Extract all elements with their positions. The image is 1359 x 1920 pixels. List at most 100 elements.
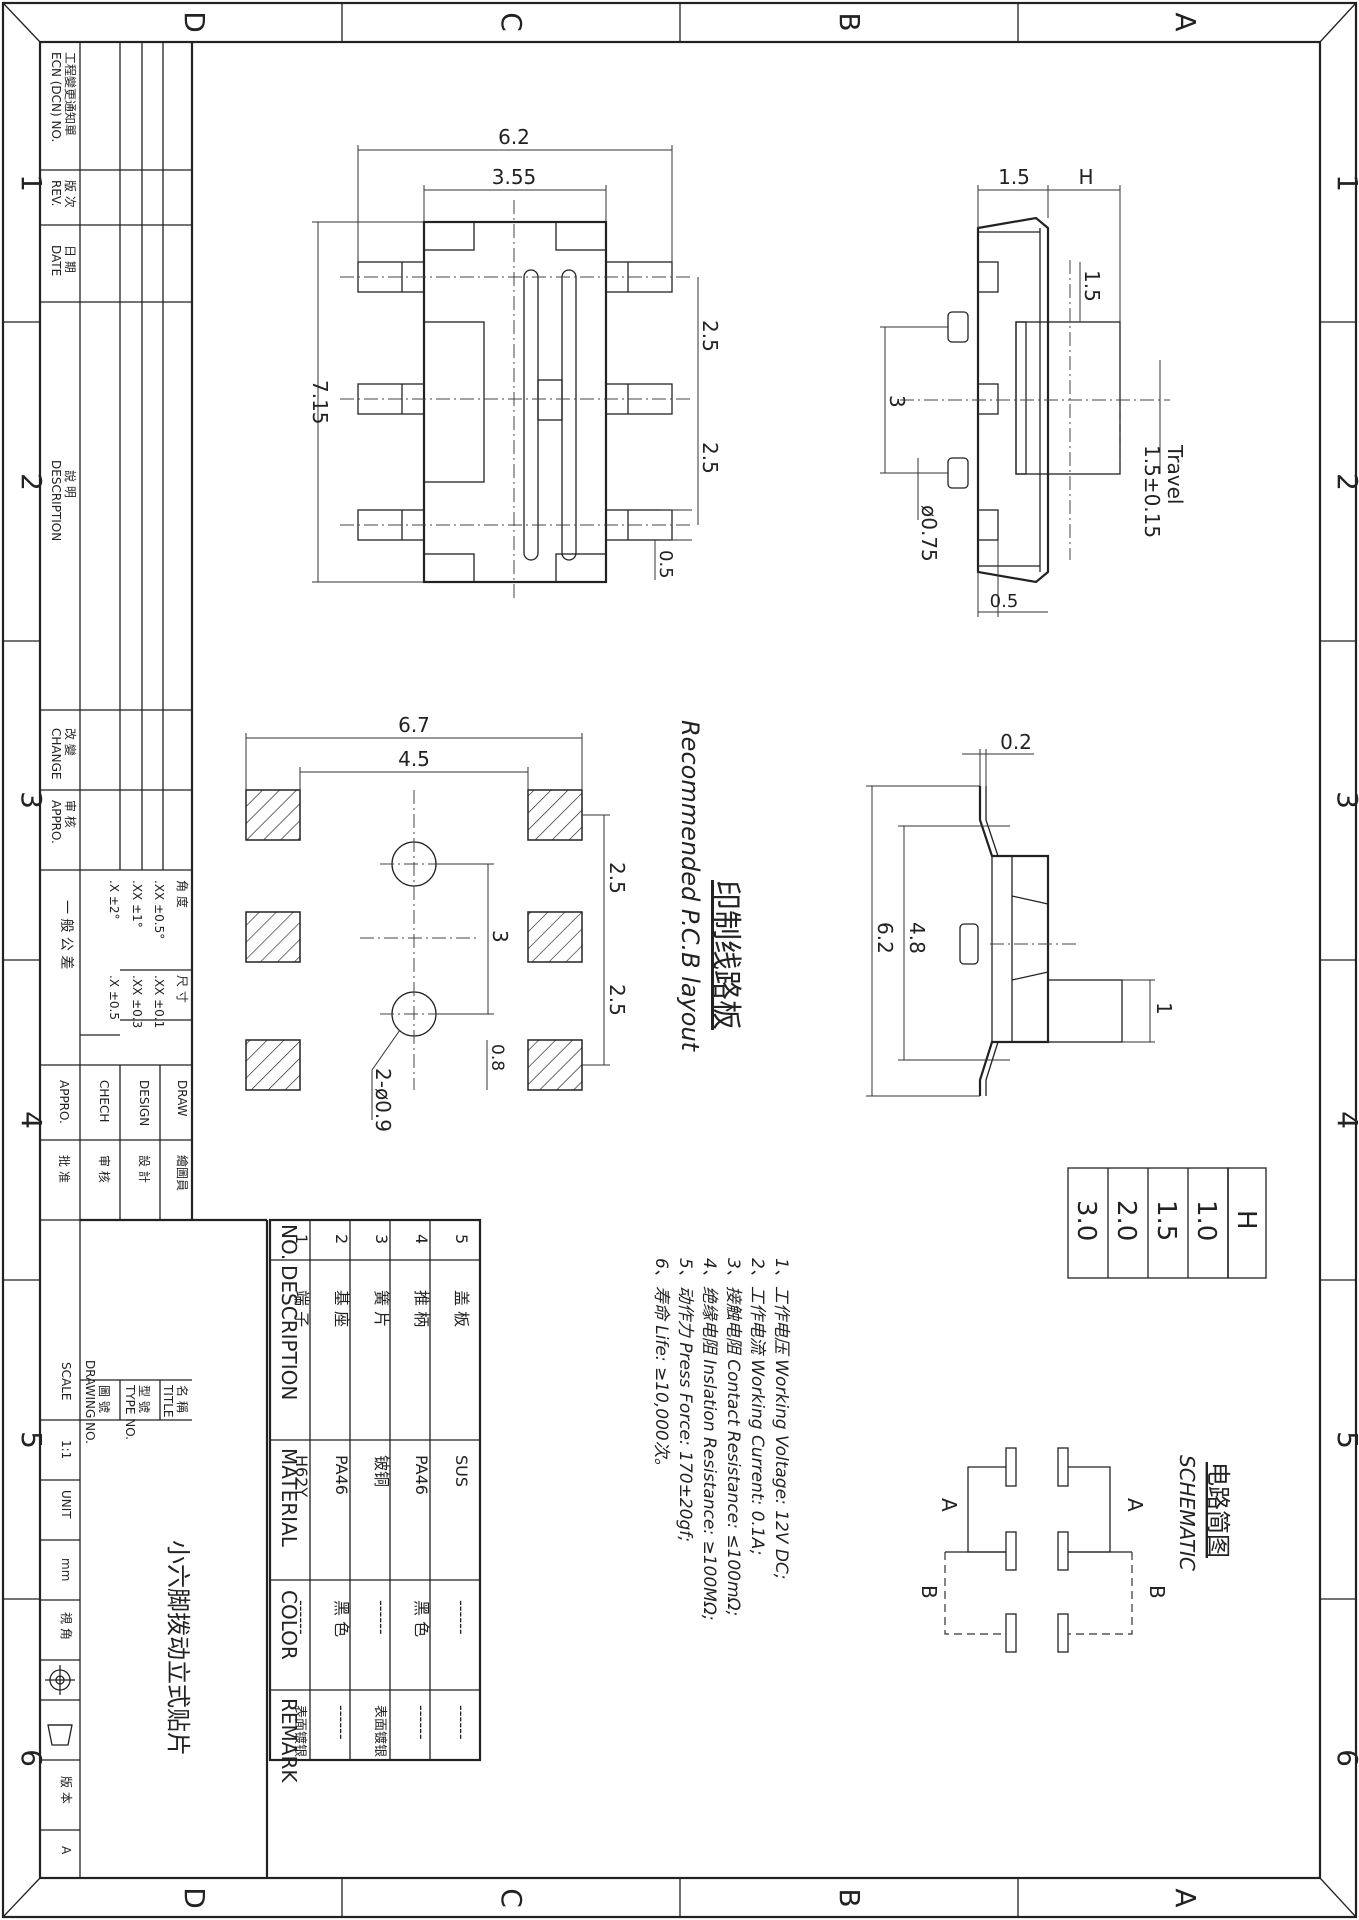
view-label: 視 角 (59, 1612, 74, 1640)
schematic (944, 1447, 1133, 1653)
bom-row: 5 盖 板 SUS ------ ------ (452, 1234, 471, 1740)
title-en: TITLE (161, 1384, 175, 1417)
zone-col-right-3: 3 (1331, 791, 1359, 809)
title-block (40, 42, 269, 1878)
bom-cell-material: 铍铜 (372, 1455, 391, 1487)
zone-col-left-4: 4 (15, 1111, 48, 1129)
dim-travel-label: Travel (1163, 444, 1187, 504)
zone-row-top-2: C (495, 12, 528, 32)
dim-top-width: 6.2 (498, 125, 530, 149)
approve-en: APPRO. (57, 1080, 71, 1124)
dim-side-dia: ø0.75 (917, 505, 941, 562)
version-label: 版 本 (59, 1776, 73, 1804)
zone-col-left-3: 3 (15, 791, 48, 809)
bom-header-desc: DESCRIPTION (277, 1265, 301, 1400)
bom-row: 4 推 柄 PA46 黑 色 ------ (412, 1234, 431, 1740)
dim-side-3: 3 (885, 395, 909, 408)
zone-row-bottom-2: C (495, 1888, 528, 1908)
zone-col-right-6: 6 (1331, 1749, 1359, 1767)
side-view (880, 185, 1170, 617)
zone-col-right-1: 1 (1331, 174, 1359, 192)
ecn-cn: 工程變更通知單 (63, 52, 78, 136)
tol-dim-1: .X ±0.5 (107, 975, 121, 1020)
schematic-title-en: SCHEMATIC (1175, 1455, 1199, 1571)
rev-en: REV. (49, 180, 63, 206)
bom-cell-desc: 簧 片 (372, 1290, 391, 1327)
h-table-value: 1.0 (1191, 1200, 1221, 1241)
bom-cell-remark: 表面镀银 (372, 1705, 388, 1757)
tol-dim-2: .XX ±0.3 (130, 975, 144, 1028)
spec-line: 3、接触电阻 Contact Resistance: ≤100mΩ; (723, 1258, 743, 1616)
unit-label: UNIT (59, 1490, 73, 1519)
zone-col-left-6: 6 (15, 1749, 48, 1767)
dim-label: 尺 寸 (175, 975, 189, 1003)
dim-top-inner: 3.55 (492, 165, 537, 189)
draw-en: DRAW (175, 1080, 189, 1117)
h-table-value: 2.0 (1111, 1200, 1141, 1241)
h-table-value: 3.0 (1071, 1200, 1101, 1241)
dim-side-h: H (1078, 165, 1093, 189)
rev-cn: 版 次 (63, 180, 77, 208)
dim-pcb-0-8: 0.8 (487, 1044, 507, 1071)
bom-cell-no: 5 (452, 1234, 471, 1244)
zone-row-bottom-4: A (1169, 1888, 1202, 1907)
zone-labels: D C B A D C B A 1 2 3 4 5 6 1 2 3 4 5 6 (15, 11, 1359, 1909)
zone-col-right-2: 2 (1331, 473, 1359, 491)
bom-row: 3 簧 片 铍铜 ------ 表面镀银 (372, 1234, 391, 1757)
zone-col-right-4: 4 (1331, 1111, 1359, 1129)
front-view-dims: 0.2 6.2 4.8 1 (873, 730, 1176, 1015)
dim-travel-value: 1.5±0.15 (1140, 445, 1164, 538)
date-en: DATE (49, 245, 63, 276)
bom-cell-remark: 表面镀银 (292, 1705, 308, 1757)
date-cn: 日 期 (63, 245, 77, 273)
bom-cell-color: ------ (452, 1600, 471, 1635)
angle-label: 角 度 (175, 880, 190, 908)
bom-row: 1 端 子 H62Y ------ 表面镀银 (292, 1234, 311, 1757)
part-name: 小六脚拨动立式贴片 (164, 1540, 192, 1756)
tolerance-title: 一 般 公 差 (58, 900, 74, 969)
title-block-text: 工程變更通知單 ECN (DCN) NO. 版 次 REV. 日 期 DATE … (49, 52, 192, 1855)
dim-side-0-5: 0.5 (990, 591, 1019, 612)
bom-text: NO. DESCRIPTION MATERIAL COLOR REMARK (277, 1224, 301, 1783)
zone-row-bottom-3: B (833, 1888, 866, 1907)
spec-notes: 1、工作电压 Working Voltage: 12V DC; 2、工作电流 W… (651, 1258, 791, 1621)
bom-cell-no: 1 (292, 1234, 311, 1244)
drawing-en: DRAWING NO. (83, 1360, 97, 1444)
tol-dim-3: .XX ±0.1 (152, 975, 166, 1028)
front-view (866, 749, 1155, 1097)
bom-cell-desc: 端 子 (292, 1290, 311, 1327)
title-cn: 名 稱 (175, 1385, 190, 1413)
zone-col-left-1: 1 (15, 174, 48, 192)
spec-line: 4、绝缘电阻 Inslation Resistance: ≥100MΩ; (699, 1258, 719, 1621)
dim-front-6-2: 6.2 (873, 922, 897, 954)
approve-cn: 批 准 (57, 1155, 72, 1183)
bom-cell-desc: 推 柄 (412, 1290, 431, 1327)
dim-pcb-2-5a: 2.5 (605, 862, 629, 894)
pcb-title-cn: 印制线路板 (708, 880, 743, 1030)
zone-row-bottom-1: D (178, 1887, 211, 1909)
bom-header-remark: REMARK (277, 1698, 301, 1783)
dim-pitch-2: 2.5 (698, 442, 722, 474)
schematic-title-cn: 电路简图 (1204, 1462, 1232, 1558)
appro-en: APPRO. (49, 800, 63, 844)
bom-cell-remark: ------ (412, 1705, 431, 1740)
type-cn: 型 號 (137, 1385, 151, 1413)
dim-pcb-3: 3 (488, 930, 512, 943)
bom-cell-color: 黑 色 (412, 1600, 431, 1637)
dim-front-0-2: 0.2 (1000, 730, 1032, 754)
bom-cell-remark: ------ (452, 1705, 471, 1740)
zone-row-top-4: A (1169, 12, 1202, 31)
schematic-label-b-left: B (917, 1585, 941, 1599)
tol-angle-1: .X ±2° (107, 880, 121, 920)
zone-row-top-1: D (178, 11, 211, 33)
type-en: TYPE NO. (123, 1384, 137, 1440)
spec-line: 2、工作电流 Working Current: 0.1A; (747, 1258, 767, 1555)
design-cn: 設 計 (137, 1155, 152, 1183)
schematic-label-b-right: B (1145, 1585, 1169, 1599)
bom-table (268, 1218, 482, 1762)
version-value: A (59, 1846, 73, 1855)
spec-line: 6、寿命 Life: ≥10,000次。 (651, 1258, 671, 1475)
schematic-label-a-left: A (937, 1498, 961, 1512)
h-table-header: H (1231, 1210, 1261, 1230)
